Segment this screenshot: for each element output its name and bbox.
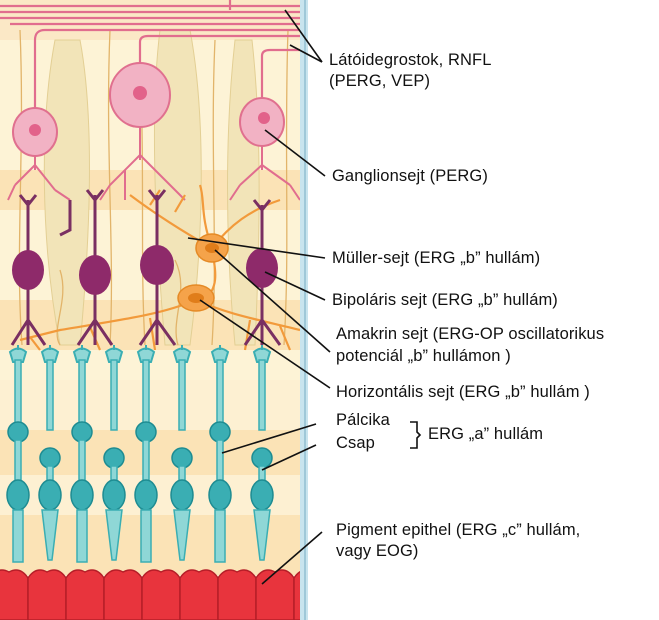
pigment-cell (217, 569, 257, 620)
label-muller: Müller-sejt (ERG „b” hullám) (332, 249, 541, 267)
leader-lines (187, 9, 422, 585)
photoreceptor-cell (70, 347, 94, 563)
label-csap: Csap (336, 434, 375, 452)
label-horizontal: Horizontális sejt (ERG „b” hullám ) (336, 383, 590, 401)
label-rnfl-tests: (PERG, VEP) (329, 72, 431, 90)
label-palcika: Pálcika (336, 411, 390, 429)
photoreceptor-cell (134, 347, 158, 563)
pigment-cell (27, 569, 67, 620)
pigment-cell (179, 569, 219, 620)
photoreceptor-cell (38, 347, 62, 561)
photoreceptor-cell (170, 347, 194, 561)
photoreceptor-cell (6, 347, 30, 563)
pigment-epithelium (0, 569, 306, 620)
pigment-cell (65, 569, 105, 620)
label-ganglion: Ganglionsejt (PERG) (332, 167, 488, 185)
bipolar-cells (10, 189, 282, 346)
pigment-cell (103, 569, 143, 620)
amacrine-horizontal-cells (19, 184, 301, 351)
photoreceptor-cell (208, 347, 232, 563)
pigment-cell (141, 569, 181, 620)
label-amakrin-cont: potenciál „b” hullámon ) (336, 347, 511, 365)
label-erg-a: ERG „a” hullám (428, 425, 544, 443)
label-amakrin: Amakrin sejt (ERG-OP oscillatorikus (336, 325, 605, 343)
pigment-cell (255, 569, 295, 620)
pigment-cell (0, 569, 29, 620)
label-rnfl: Látóidegrostok, RNFL (329, 51, 492, 69)
photoreceptor-cell (250, 347, 274, 561)
ganglion-cells (7, 62, 301, 201)
nerve-fibers (0, 0, 306, 120)
label-pigment: Pigment epithel (ERG „c” hullám, (336, 521, 581, 539)
pigment-cell (293, 569, 306, 620)
photoreceptors (6, 345, 274, 563)
label-pigment-cont: vagy EOG) (336, 542, 419, 560)
label-bipolar: Bipoláris sejt (ERG „b” hullám) (332, 291, 558, 309)
photoreceptor-cell (102, 347, 126, 561)
